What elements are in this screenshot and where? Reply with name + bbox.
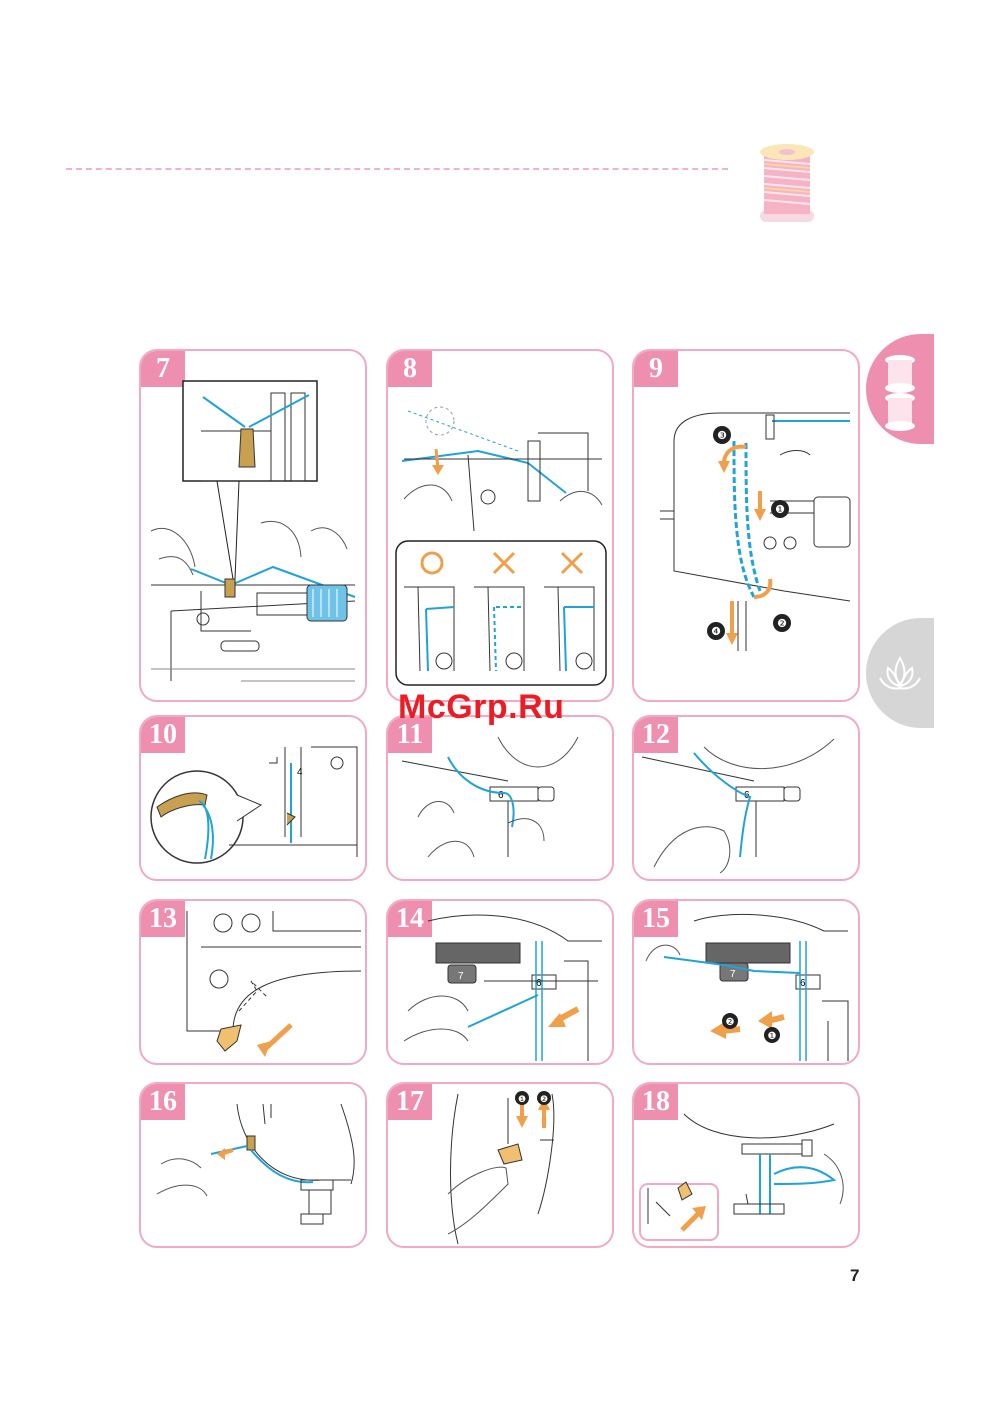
step-panel-17: 17 ❶ ❷ [386, 1082, 614, 1248]
threading-illustration [150, 380, 356, 682]
threading-illustration: 4 [150, 746, 358, 864]
watermark: McGrp.Ru [398, 688, 565, 726]
clamp-number-6: 6 [536, 978, 542, 989]
step-number: 16 [141, 1084, 185, 1120]
marker-3: ❸ [717, 430, 727, 442]
needle-clamp-number: 6 [498, 790, 504, 801]
step-number: 12 [634, 717, 678, 753]
clamp-number-6: 6 [800, 978, 806, 989]
threading-illustration: 6 [641, 738, 835, 874]
step-number: 13 [141, 901, 185, 937]
step-panel-9: 9 ❸ ❶ ❷ ❹ [632, 349, 860, 702]
step-number: 17 [388, 1084, 432, 1120]
lotus-flower-icon [879, 656, 921, 690]
step-panel-18: 18 [632, 1082, 860, 1248]
step-panel-14: 14 7 6 [386, 899, 614, 1065]
thread-spool-icon [885, 355, 915, 431]
step-number: 9 [634, 351, 678, 387]
side-tab-embroidery[interactable] [866, 618, 934, 728]
step-panel-11: 11 6 [386, 715, 614, 881]
step-number: 18 [634, 1084, 678, 1120]
marker-2: ❷ [540, 1094, 548, 1104]
step-number: 14 [388, 901, 432, 937]
step-number: 10 [141, 717, 185, 753]
marker-2: ❷ [726, 1017, 735, 1028]
threading-illustration [639, 1113, 844, 1241]
step-number: 7 [141, 351, 185, 387]
threading-illustration: 7 6 ❶ ❷ [645, 913, 849, 1061]
marker-2: ❷ [777, 618, 787, 630]
side-tab-thread[interactable] [866, 334, 934, 444]
step-number: 11 [388, 717, 432, 753]
step-panel-13: 13 [139, 899, 367, 1065]
threading-illustration: ❶ ❷ [447, 1091, 555, 1245]
header-dashed-rule [66, 168, 728, 170]
marker-4: ❹ [711, 626, 721, 638]
step-panel-7: 7 [139, 349, 367, 702]
step-panel-15: 15 7 6 ❶ ❷ [632, 899, 860, 1065]
threading-illustration [186, 911, 362, 1057]
thread-guide-number: 4 [297, 767, 303, 778]
step-panel-8: 8 [386, 349, 614, 702]
marker-1: ❶ [768, 1031, 777, 1042]
threading-illustration [156, 1103, 355, 1225]
page-number: 7 [850, 1266, 860, 1285]
step-panel-12: 12 6 [632, 715, 860, 881]
marker-1: ❶ [775, 504, 785, 516]
threading-illustration: 7 6 [403, 914, 602, 1061]
step-number: 8 [388, 351, 432, 387]
step-panel-10: 10 4 [139, 715, 367, 881]
guide-number-7: 7 [730, 969, 736, 980]
marker-1: ❶ [518, 1094, 526, 1104]
threading-illustration: 6 [401, 736, 579, 858]
threading-illustration: ❸ ❶ ❷ ❹ [660, 412, 851, 651]
thread-spool-icon [760, 144, 814, 222]
step-number: 15 [634, 901, 678, 937]
step-panel-16: 16 [139, 1082, 367, 1248]
threading-illustration [395, 406, 607, 686]
guide-number-7: 7 [458, 971, 464, 982]
